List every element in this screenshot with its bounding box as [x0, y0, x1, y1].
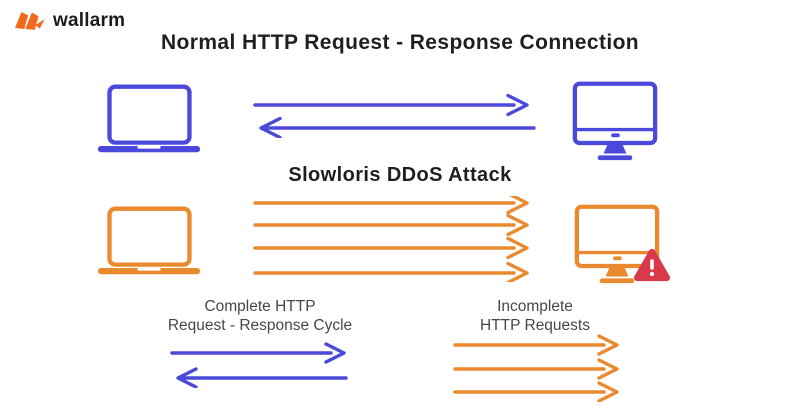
attack-arrows [253, 196, 529, 282]
warning-triangle-icon [633, 248, 671, 282]
incomplete-request-arrow-icon [453, 334, 619, 356]
incomplete-requests-label-line2: HTTP Requests [480, 317, 590, 334]
incomplete-request-arrow-icon [253, 213, 529, 237]
incomplete-request-arrow-icon [453, 358, 619, 380]
laptop-icon [97, 84, 201, 153]
http-request-arrow-icon [170, 342, 346, 364]
wallarm-logo-text: wallarm [53, 9, 126, 31]
http-response-arrow-icon [259, 116, 536, 138]
incomplete-request-arrow-icon [253, 196, 529, 215]
monitor-icon [574, 204, 660, 284]
complete-cycle-label-line1: Complete HTTP [204, 298, 316, 315]
http-request-arrow-icon [253, 93, 529, 117]
attack-section-title: Slowloris DDoS Attack [288, 164, 512, 186]
complete-cycle-label: Complete HTTP Request - Response Cycle [115, 297, 405, 335]
incomplete-request-arrow-icon [253, 236, 529, 260]
normal-section-title: Normal HTTP Request - Response Connectio… [160, 31, 640, 54]
incomplete-request-arrow-icon [253, 261, 529, 282]
complete-cycle-arrows [170, 342, 348, 388]
incomplete-request-arrow-icon [453, 381, 619, 402]
wallarm-logo: wallarm [14, 8, 125, 33]
monitor-icon [572, 81, 658, 161]
wallarm-zigzag-icon [14, 12, 45, 30]
http-response-arrow-icon [176, 367, 348, 388]
normal-arrows [253, 93, 536, 138]
incomplete-requests-label: Incomplete HTTP Requests [435, 297, 635, 335]
incomplete-requests-arrows [453, 334, 619, 402]
laptop-icon [97, 206, 201, 275]
complete-cycle-label-line2: Request - Response Cycle [167, 317, 353, 334]
incomplete-requests-label-line1: Incomplete [497, 298, 573, 315]
